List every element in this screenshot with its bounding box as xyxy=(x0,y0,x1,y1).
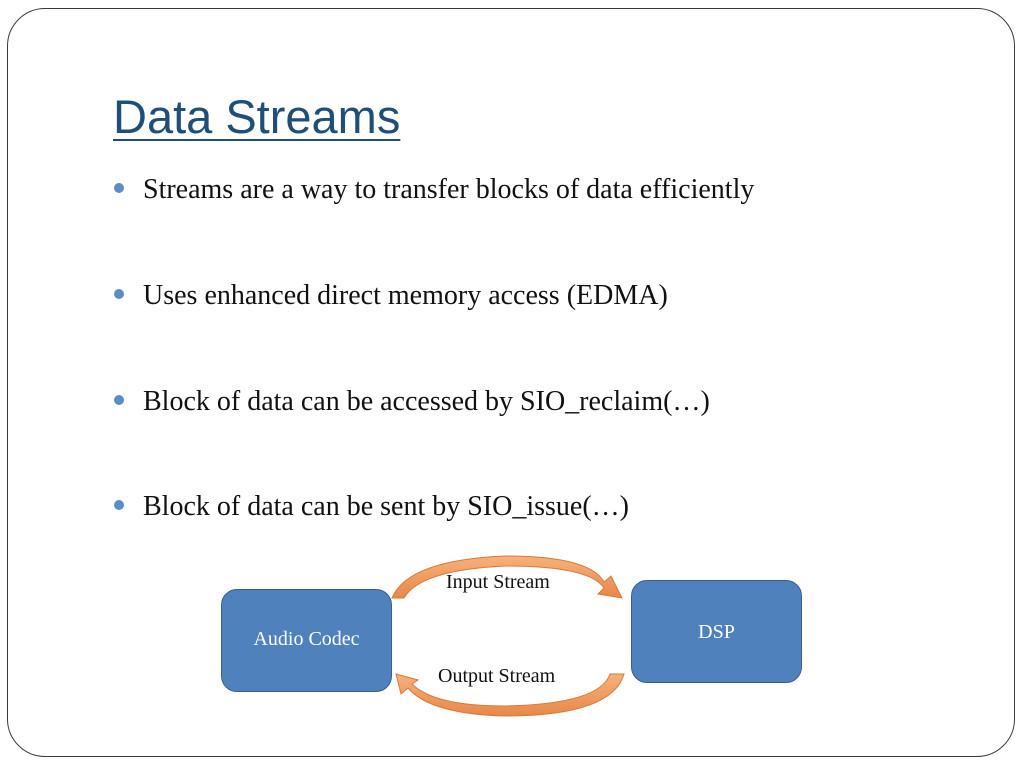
bullet-item: Uses enhanced direct memory access (EDMA… xyxy=(114,279,668,313)
bullet-text: Streams are a way to transfer blocks of … xyxy=(143,174,755,205)
bullet-item: Block of data can be accessed by SIO_rec… xyxy=(114,385,710,419)
input-stream-label: Input Stream xyxy=(446,571,550,593)
bullet-text: Uses enhanced direct memory access (EDMA… xyxy=(143,280,668,311)
bullet-text: Block of data can be sent by SIO_issue(…… xyxy=(143,491,629,522)
dsp-box: DSP xyxy=(631,580,802,683)
bullet-item: Block of data can be sent by SIO_issue(…… xyxy=(114,490,629,524)
bullet-text: Block of data can be accessed by SIO_rec… xyxy=(143,386,710,417)
slide-frame xyxy=(7,8,1015,757)
bullet-dot-icon xyxy=(114,499,124,510)
audio-codec-label: Audio Codec xyxy=(253,628,360,650)
input-stream-arrow-icon xyxy=(391,555,623,599)
slide-title: Data Streams xyxy=(113,90,401,143)
bullet-dot-icon xyxy=(114,182,124,193)
output-stream-label: Output Stream xyxy=(438,665,556,687)
bullet-dot-icon xyxy=(114,288,124,299)
bullet-item: Streams are a way to transfer blocks of … xyxy=(114,173,754,207)
bullet-dot-icon xyxy=(114,394,124,405)
output-stream-arrow-icon xyxy=(395,673,625,717)
audio-codec-box: Audio Codec xyxy=(221,589,392,692)
dsp-label: DSP xyxy=(698,621,735,643)
